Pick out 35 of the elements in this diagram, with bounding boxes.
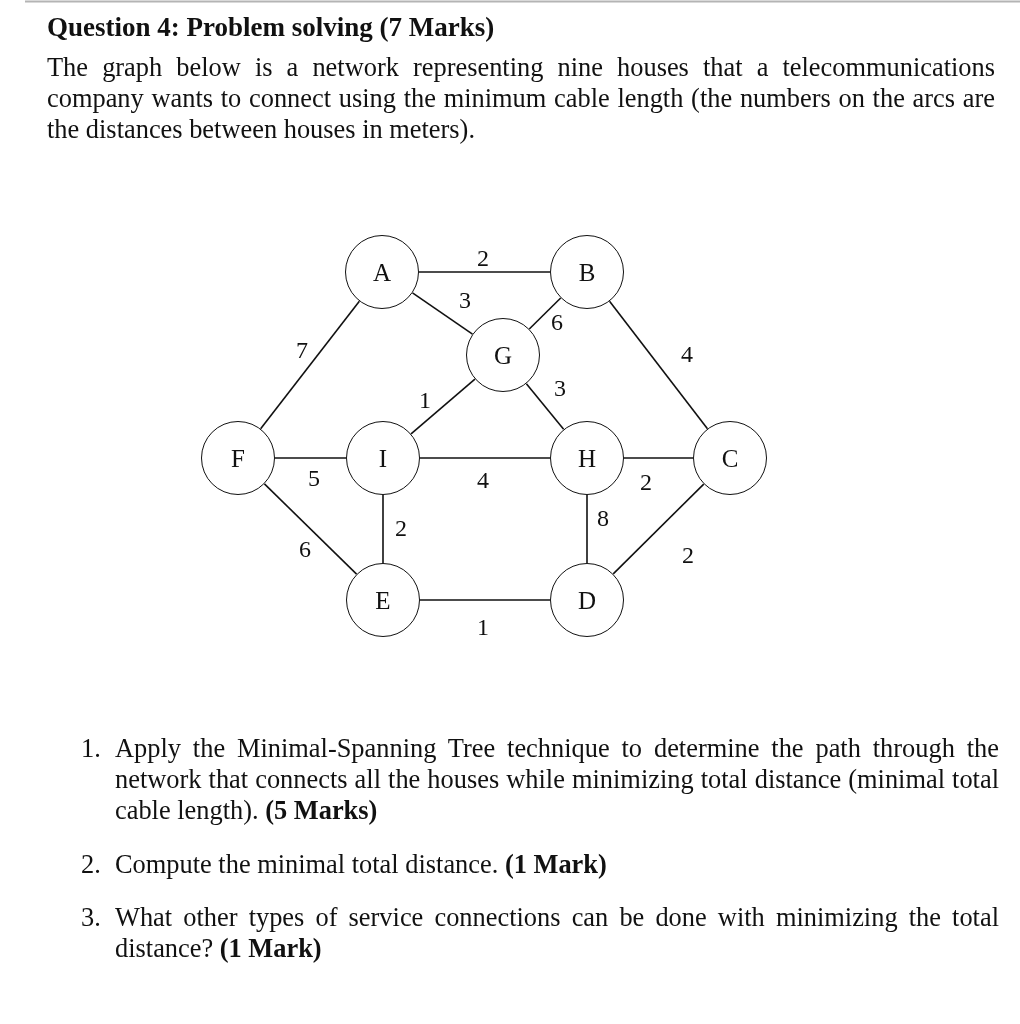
node-letter: C [721, 445, 739, 471]
node-letter: G [493, 342, 513, 368]
graph-edge [586, 494, 588, 564]
graph-edge [263, 483, 358, 575]
node-letter: B [578, 259, 596, 285]
node-letter: F [231, 445, 245, 471]
node-circle [466, 318, 540, 392]
node-letter: H [577, 445, 597, 471]
graph-edge [259, 300, 361, 430]
graph-edge [274, 457, 347, 459]
node-circle [201, 421, 275, 495]
graph-edge [608, 300, 709, 430]
graph-edge [419, 599, 551, 601]
graph-edge [612, 483, 705, 575]
graph-edge [623, 457, 694, 459]
graph-edge [419, 457, 551, 459]
graph-edge [411, 292, 474, 335]
intro-paragraph: The graph below is a network representing nine houses that a telecommunications company wants to connect using the minimum cable length (the numbers on the arcs are the distances between houses in meters). [47, 52, 995, 145]
graph-edge [418, 271, 551, 273]
question-text: Apply the Minimal-Spanning Tree technique to determine the path through the network that connects all the houses while minimizing total distance (minimal total cable length). (5 Marks) [115, 733, 999, 826]
node-circle [693, 421, 767, 495]
question-heading: Question 4: Problem solving (7 Marks) [47, 11, 495, 43]
graph-edge [382, 494, 384, 564]
list-number: 3. [81, 902, 102, 933]
graph-edge [525, 382, 565, 431]
node-letter: A [372, 259, 392, 285]
graph-edge [528, 297, 562, 330]
graph-edge [410, 378, 476, 435]
question-text: What other types of service connections can be done with minimizing the total distance? (1 Mark) [115, 902, 999, 964]
question-text: Compute the minimal total distance. (1 Mark) [115, 849, 608, 880]
node-letter: E [375, 587, 391, 613]
node-letter: I [378, 445, 388, 471]
list-number: 2. [81, 849, 102, 880]
list-number: 1. [81, 733, 102, 764]
node-letter: D [577, 587, 597, 613]
